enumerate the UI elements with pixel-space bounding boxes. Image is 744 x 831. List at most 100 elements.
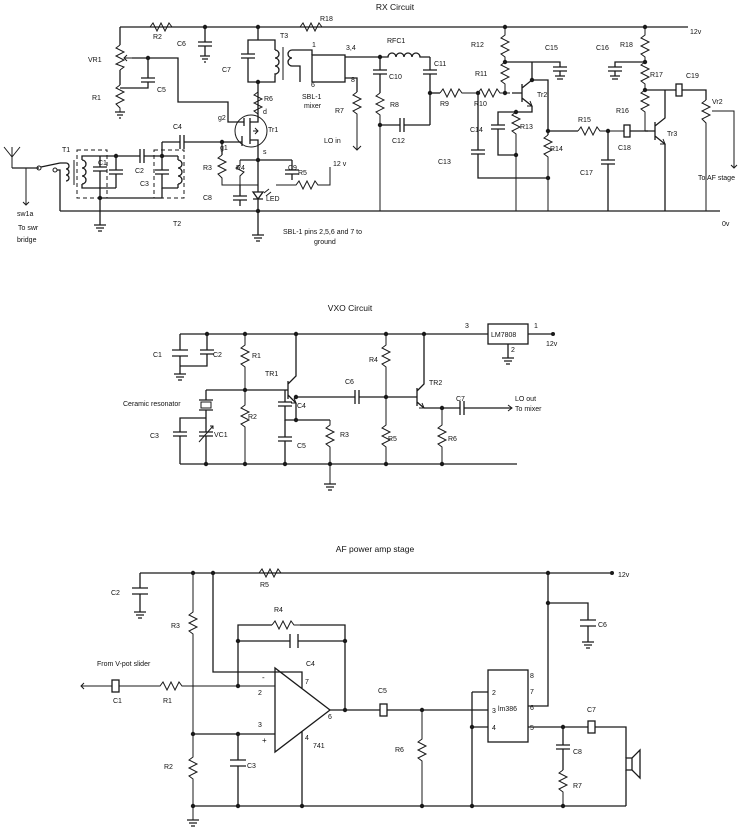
rx-sw1a-label: sw1a xyxy=(17,211,33,218)
vxo-resonator-label: Ceramic resonator xyxy=(123,401,181,408)
rx-0v-label: 0v xyxy=(722,221,730,228)
vxo-c1-ground xyxy=(174,373,186,381)
rx-c6-capacitor xyxy=(198,27,212,63)
vxo-r5-resistor xyxy=(380,397,392,464)
vxo-c5-label: C5 xyxy=(297,443,306,450)
rx-r5-resistor xyxy=(276,167,331,191)
rx-c18-label: C18 xyxy=(618,145,631,152)
rx-r2-label: R2 xyxy=(153,34,162,41)
rx-c9-capacitor xyxy=(285,160,299,180)
af-node xyxy=(610,571,614,575)
vxo-c7-capacitor xyxy=(459,401,512,415)
vxo-title: VXO Circuit xyxy=(328,303,373,313)
af-node xyxy=(469,803,475,809)
af-lm386-label: lm386 xyxy=(498,706,517,713)
rx-node xyxy=(427,90,433,96)
rx-r18-label: R18 xyxy=(320,16,333,23)
rx-bridge-label: bridge xyxy=(17,237,37,244)
af-opamp-label: 741 xyxy=(313,743,325,750)
vxo-r4-label: R4 xyxy=(369,357,378,364)
rx-node xyxy=(145,55,151,61)
vxo-vc1-label: VC1 xyxy=(214,432,228,439)
rx-g2-label: g2 xyxy=(218,115,226,122)
rx-note-line1: SBL-1 pins 2,5,6 and 7 to xyxy=(283,229,362,236)
rx-r15-label: R15 xyxy=(578,117,591,124)
rx-node xyxy=(377,122,383,128)
rx-tr3-label: Tr3 xyxy=(667,131,677,138)
rx-c19-wire xyxy=(682,89,707,100)
vxo-c7-label: C7 xyxy=(456,396,465,403)
vxo-c1-capacitor xyxy=(172,334,188,374)
af-c4-capacitor xyxy=(289,634,299,648)
vxo-c4-capacitor xyxy=(278,390,296,421)
rx-r2-resistor xyxy=(149,21,173,33)
vxo-c6-capacitor xyxy=(345,390,417,404)
af-node xyxy=(342,638,348,644)
vxo-c3-capacitor xyxy=(173,417,206,464)
speaker-icon xyxy=(625,748,641,780)
rx-c12-label: C12 xyxy=(392,138,405,145)
rx-c15-capacitor xyxy=(505,61,567,80)
af-title: AF power amp stage xyxy=(336,544,415,554)
rx-c13-label: C13 xyxy=(438,159,451,166)
vxo-node xyxy=(383,461,389,467)
af-pin3: 3 xyxy=(258,722,262,729)
rx-r6-resistor xyxy=(252,91,264,122)
rx-d-label: d xyxy=(263,109,267,116)
af-node xyxy=(545,600,551,606)
rx-r17-label: R17 xyxy=(650,72,663,79)
af-node xyxy=(342,707,348,713)
rx-tr3-emitter-arrow xyxy=(660,138,666,145)
af-q4: 4 xyxy=(492,725,496,732)
rx-r16-resistor xyxy=(639,89,651,131)
af-r6-label: R6 xyxy=(395,747,404,754)
vxo-node xyxy=(242,461,248,467)
vxo-node xyxy=(327,461,333,467)
af-r5-resistor xyxy=(258,567,282,579)
rx-pin1: 1 xyxy=(312,42,316,49)
rx-rfc1-label: RFC1 xyxy=(387,38,405,45)
af-r6-resistor xyxy=(416,710,428,806)
rx-r18b-label: R18 xyxy=(620,42,633,49)
rx-antenna-icon xyxy=(3,146,21,168)
rx-r6-label: R6 xyxy=(264,96,273,103)
af-c3-capacitor xyxy=(230,734,246,806)
vxo-node xyxy=(551,332,555,336)
rx-to-af-label: To AF stage xyxy=(698,175,735,182)
af-c6-capacitor xyxy=(580,619,596,649)
af-c7-capacitor xyxy=(587,720,596,734)
rx-mixer-in-wire xyxy=(292,49,313,82)
rx-r1-resistor xyxy=(114,84,126,112)
rx-led-arrows xyxy=(263,188,272,197)
rx-tr2-emitter-net xyxy=(516,106,533,113)
vxo-resonator xyxy=(199,390,213,424)
rx-c5-capacitor xyxy=(120,62,155,89)
af-r1-resistor xyxy=(119,680,275,692)
rx-pin8-wire xyxy=(345,77,358,92)
rx-note-line2: ground xyxy=(314,239,336,246)
af-r3-resistor xyxy=(187,573,199,734)
vxo-node xyxy=(293,394,299,400)
rx-r9-label: R9 xyxy=(440,101,449,108)
rx-r7-resistor xyxy=(351,91,363,150)
rx-r18b-resistor xyxy=(639,27,651,62)
rx-t1-primary-coil xyxy=(65,162,70,182)
rx-tr1-ground xyxy=(252,234,264,242)
rx-c16-label: C16 xyxy=(596,45,609,52)
vxo-c1-label: C1 xyxy=(153,352,162,359)
rx-c1-capacitor xyxy=(93,156,107,188)
rx-vr2-wiper xyxy=(712,110,738,169)
rx-c2-capacitor xyxy=(116,149,178,163)
rx-c14-capacitor xyxy=(491,111,516,156)
rx-t3-label: T3 xyxy=(280,33,288,40)
vxo-tr1-label: TR1 xyxy=(265,371,278,378)
vxo-r3-label: R3 xyxy=(340,432,349,439)
rx-t1-shield xyxy=(76,149,108,199)
rx-rfc1-choke xyxy=(380,52,430,58)
rx-c7-label: C7 xyxy=(222,67,231,74)
rx-to-swr-label: To swr xyxy=(18,225,39,232)
vxo-c5-capacitor xyxy=(278,420,292,464)
rx-tr1-arrow xyxy=(253,127,259,135)
af-pin7: 7 xyxy=(305,679,309,686)
